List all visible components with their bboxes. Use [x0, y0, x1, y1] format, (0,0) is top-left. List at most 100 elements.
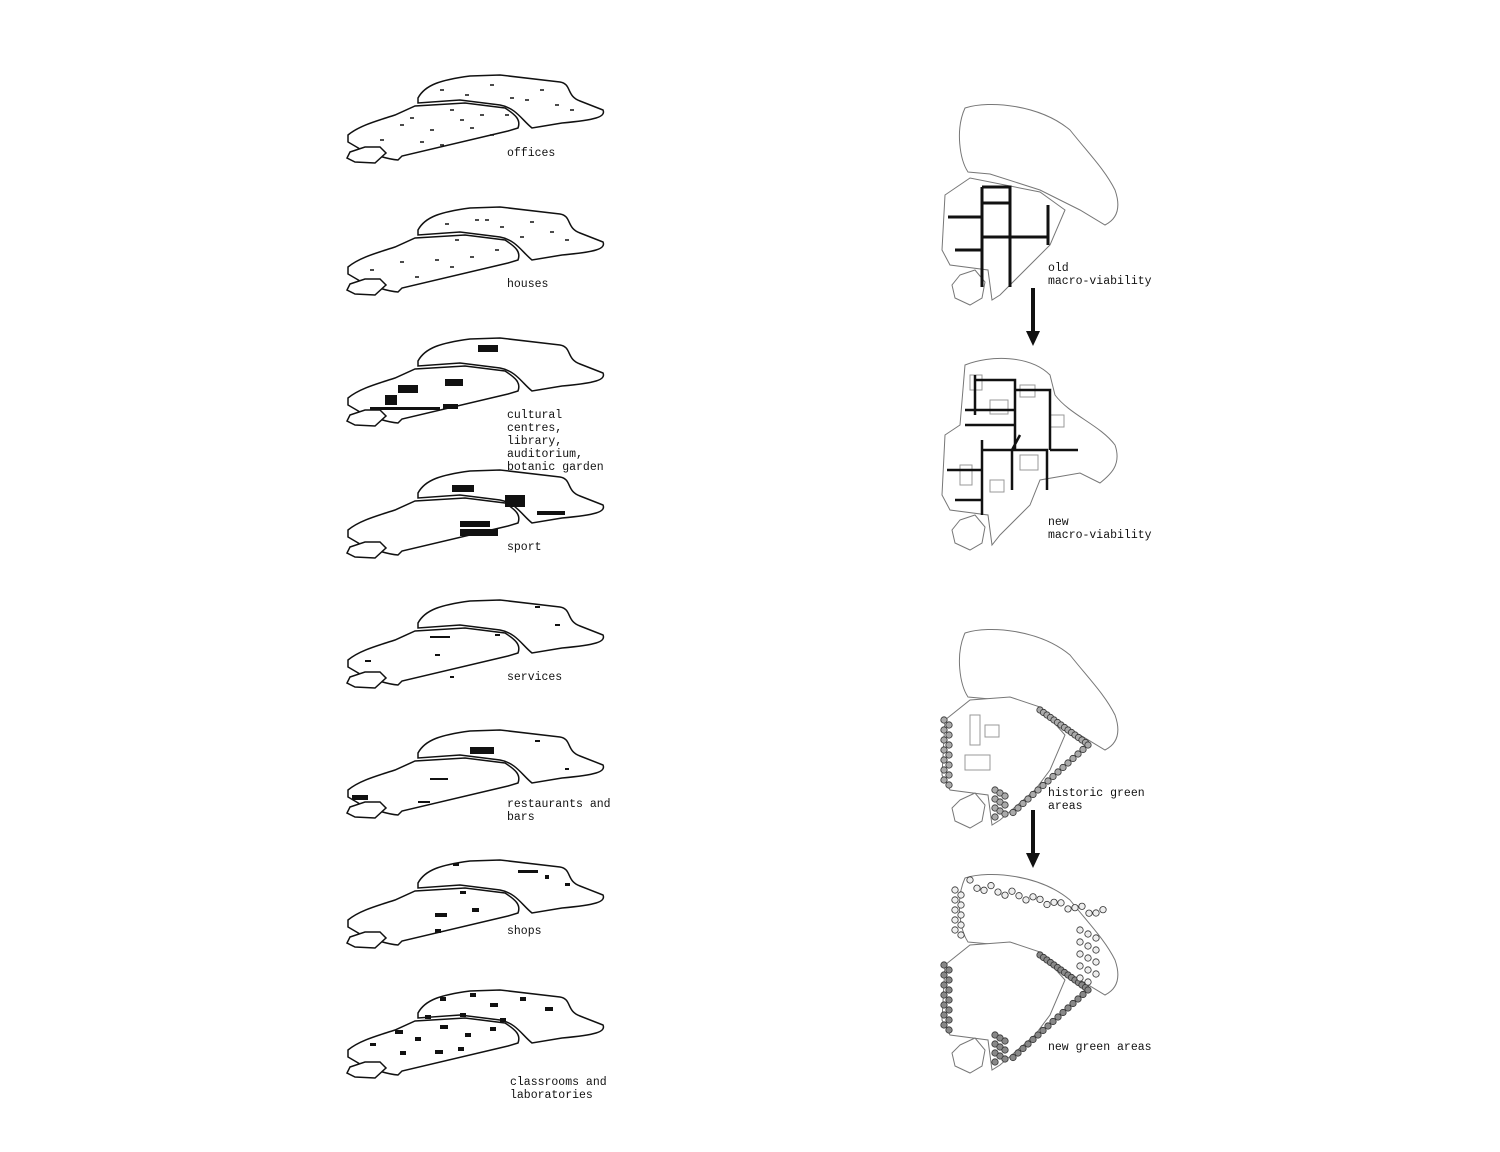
- tree-icon: [940, 971, 948, 979]
- campus-layer-diagram: [346, 337, 605, 427]
- tree-icon: [1074, 750, 1082, 758]
- tree-icon: [1085, 909, 1093, 917]
- tree-icon: [940, 1001, 948, 1009]
- tree-icon: [1019, 799, 1027, 808]
- tree-icon: [940, 746, 948, 754]
- tree-icon: [1001, 891, 1009, 899]
- tree-icon: [1036, 895, 1044, 903]
- tree-icon: [951, 896, 959, 904]
- tree-icon: [1079, 745, 1087, 754]
- tree-icon: [1092, 958, 1100, 966]
- map-label: new macro-viability: [1048, 516, 1152, 542]
- tree-icon: [1009, 808, 1017, 817]
- tree-icon: [1084, 966, 1092, 974]
- tree-icon: [1069, 999, 1077, 1008]
- tree-icon: [1084, 930, 1092, 938]
- tree-icon: [957, 911, 965, 919]
- tree-icon: [940, 756, 948, 764]
- tree-icon: [945, 731, 953, 739]
- tree-icon: [940, 736, 948, 744]
- tree-icon: [1024, 795, 1032, 803]
- layer-label: sport: [507, 541, 542, 554]
- tree-icon: [1057, 899, 1065, 907]
- tree-icon: [1059, 763, 1067, 772]
- tree-icon: [945, 741, 953, 749]
- tree-icon: [991, 813, 999, 821]
- map-label: new green areas: [1048, 1041, 1152, 1054]
- campus-layer-diagram: [346, 74, 605, 164]
- tree-icon: [1014, 804, 1022, 812]
- map-old-macro-viability: [941, 103, 1119, 306]
- tree-icon: [957, 891, 965, 899]
- map-label: old macro-viability: [1048, 262, 1152, 288]
- tree-icon: [1076, 950, 1084, 958]
- layer-label: cultural centres, library, auditorium, b…: [507, 409, 604, 474]
- campus-layer-diagram: [346, 859, 605, 949]
- tree-icon: [1039, 1026, 1047, 1035]
- tree-icon: [940, 766, 948, 774]
- tree-icon: [1076, 962, 1084, 970]
- tree-icon: [1076, 926, 1084, 934]
- layer-houses: houses: [340, 202, 620, 302]
- tree-icon: [1049, 1017, 1057, 1026]
- arrow-down-icon: [1026, 810, 1040, 875]
- tree-icon: [951, 906, 959, 914]
- tree-icon: [1034, 1031, 1042, 1039]
- map-historic-green-areas: [940, 628, 1119, 829]
- tree-icon: [945, 986, 953, 994]
- tree-icon: [1074, 995, 1082, 1003]
- tree-icon: [980, 886, 988, 894]
- tree-icon: [1024, 1040, 1032, 1048]
- campus-layer-diagram: [346, 989, 605, 1079]
- tree-icon: [945, 751, 953, 759]
- layer-label: classrooms and laboratories: [510, 1076, 607, 1102]
- tree-icon: [1029, 1035, 1037, 1044]
- tree-icon: [945, 781, 953, 789]
- tree-icon: [1059, 1008, 1067, 1017]
- tree-icon: [940, 961, 948, 969]
- tree-icon: [1044, 1022, 1052, 1030]
- tree-icon: [1092, 970, 1100, 978]
- tree-icon: [973, 884, 981, 892]
- tree-icon: [945, 771, 953, 779]
- tree-icon: [994, 888, 1002, 896]
- tree-icon: [1039, 781, 1047, 790]
- tree-icon: [1076, 974, 1084, 982]
- tree-icon: [1043, 900, 1051, 909]
- tree-icon: [945, 761, 953, 769]
- tree-icon: [1084, 942, 1092, 950]
- map-label: historic green areas: [1048, 787, 1145, 813]
- layer-cultural: cultural centres, library, auditorium, b…: [340, 333, 620, 474]
- layer-label: services: [507, 671, 563, 684]
- tree-icon: [940, 776, 948, 784]
- tree-icon: [1064, 1004, 1072, 1012]
- tree-icon: [1084, 954, 1092, 962]
- map-new-macro-viability: [941, 357, 1118, 551]
- tree-icon: [1001, 1037, 1009, 1045]
- tree-icon: [945, 966, 953, 974]
- map-new-green-areas: [940, 873, 1119, 1074]
- tree-icon: [987, 882, 995, 890]
- tree-icon: [1034, 786, 1042, 794]
- tree-icon: [1092, 946, 1100, 954]
- tree-icon: [991, 1058, 999, 1066]
- tree-icon: [945, 1006, 953, 1014]
- tree-icon: [1054, 768, 1062, 776]
- layer-services: services: [340, 595, 620, 695]
- tree-icon: [1076, 938, 1084, 946]
- layer-label: offices: [507, 147, 556, 160]
- tree-icon: [940, 726, 948, 734]
- tree-icon: [1022, 896, 1030, 904]
- tree-icon: [945, 1026, 953, 1034]
- tree-icon: [1044, 777, 1052, 785]
- tree-icon: [951, 916, 959, 924]
- tree-icon: [957, 921, 965, 929]
- tree-icon: [1054, 1013, 1062, 1021]
- tree-icon: [940, 981, 948, 989]
- tree-icon: [1084, 741, 1092, 749]
- tree-icon: [945, 976, 953, 984]
- tree-icon: [1008, 887, 1016, 895]
- tree-icon: [1019, 1044, 1027, 1053]
- tree-icon: [1084, 986, 1092, 994]
- tree-icon: [940, 1021, 948, 1029]
